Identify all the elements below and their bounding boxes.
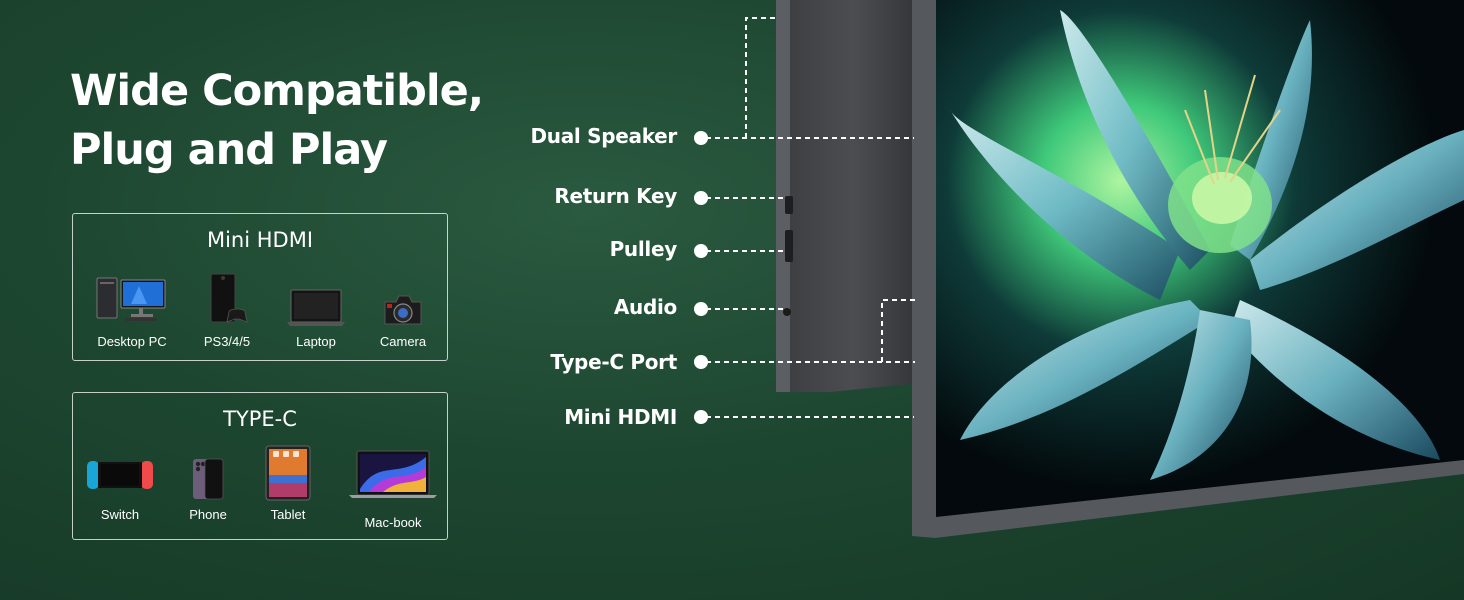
device-phone: Phone xyxy=(189,457,227,522)
device-label: Tablet xyxy=(270,507,306,522)
device-camera: Camera xyxy=(380,294,426,349)
laptop-icon xyxy=(287,289,345,326)
monitor-display xyxy=(912,0,1464,538)
desktop-pc-icon xyxy=(96,277,166,321)
device-label: Phone xyxy=(189,507,227,522)
pulley-wheel xyxy=(785,230,793,262)
headline-line-1: Wide Compatible, xyxy=(70,66,484,116)
return-key-button xyxy=(785,196,793,214)
device-laptop: Laptop xyxy=(287,288,345,349)
headline-line-2: Plug and Play xyxy=(70,125,388,175)
device-tablet: Tablet xyxy=(265,445,311,522)
device-macbook: Mac-book xyxy=(349,449,437,530)
box-title-mini-hdmi: Mini HDMI xyxy=(206,228,314,252)
macbook-icon xyxy=(349,450,437,498)
port-label-mini-hdmi: Mini HDMI xyxy=(564,405,677,429)
device-desktop-pc: Desktop PC xyxy=(95,274,169,349)
callout-lines xyxy=(706,17,915,418)
device-label: Laptop xyxy=(296,334,336,349)
device-label: PS3/4/5 xyxy=(203,334,251,349)
game-console-icon xyxy=(210,273,248,323)
box-title-type-c: TYPE-C xyxy=(223,407,297,431)
port-label-type-c-port: Type-C Port xyxy=(550,350,677,374)
callout-dots xyxy=(694,131,708,424)
port-label-return-key: Return Key xyxy=(554,184,677,208)
monitor-side-body xyxy=(776,0,930,423)
tablet-icon xyxy=(265,445,311,501)
camera-icon xyxy=(384,295,422,325)
device-ps: PS3/4/5 xyxy=(204,272,250,349)
switch-console-icon xyxy=(87,461,153,489)
device-label: Mac-book xyxy=(364,515,422,530)
device-switch: Switch xyxy=(85,459,155,522)
device-label: Desktop PC xyxy=(97,334,167,349)
phone-icon xyxy=(193,458,224,500)
port-label-audio: Audio xyxy=(613,295,677,319)
port-label-dual-speaker: Dual Speaker xyxy=(530,124,677,148)
port-label-pulley: Pulley xyxy=(609,237,678,261)
mini-hdmi-devices-box: Mini HDMI Desktop PC PS3/4/5 Laptop xyxy=(72,213,448,361)
device-label: Camera xyxy=(379,334,427,349)
audio-jack xyxy=(783,308,791,316)
device-label: Switch xyxy=(100,507,140,522)
headline: Wide Compatible, Plug and Play xyxy=(70,62,484,180)
type-c-devices-box: TYPE-C Switch Phone Tablet xyxy=(72,392,448,540)
